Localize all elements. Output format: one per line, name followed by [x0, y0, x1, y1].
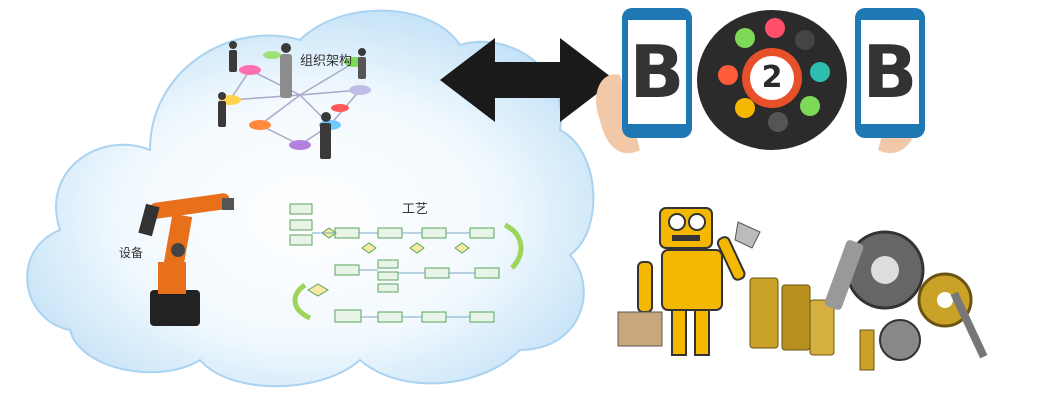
- person-icon: [229, 41, 237, 72]
- double-arrow-icon: [440, 38, 615, 122]
- people-icons: [218, 41, 366, 159]
- person-icon: [358, 48, 366, 79]
- process-label: 工艺: [402, 202, 429, 217]
- phone-icon: [855, 8, 925, 138]
- b2b-left-letter: B: [629, 30, 685, 114]
- curved-arrow-icon: [292, 282, 312, 321]
- process-flowchart: [289, 203, 500, 323]
- b2b-right-letter: B: [862, 30, 918, 114]
- person-icon: [280, 43, 292, 98]
- flow-arrows: [312, 232, 475, 318]
- robot-arm-icon: [138, 193, 234, 326]
- gears-icon: [749, 230, 988, 371]
- curved-arrow-icon: [503, 222, 524, 270]
- b2b-hub: [697, 10, 847, 150]
- org-structure-label: 组织架构: [300, 54, 353, 69]
- person-icon: [218, 92, 226, 127]
- robot-mascot-icon: [617, 207, 761, 356]
- person-icon: [320, 112, 331, 159]
- b2b-center-number: 2: [761, 60, 783, 95]
- equipment-label: 设备: [119, 246, 144, 260]
- phone-icon: [622, 8, 692, 138]
